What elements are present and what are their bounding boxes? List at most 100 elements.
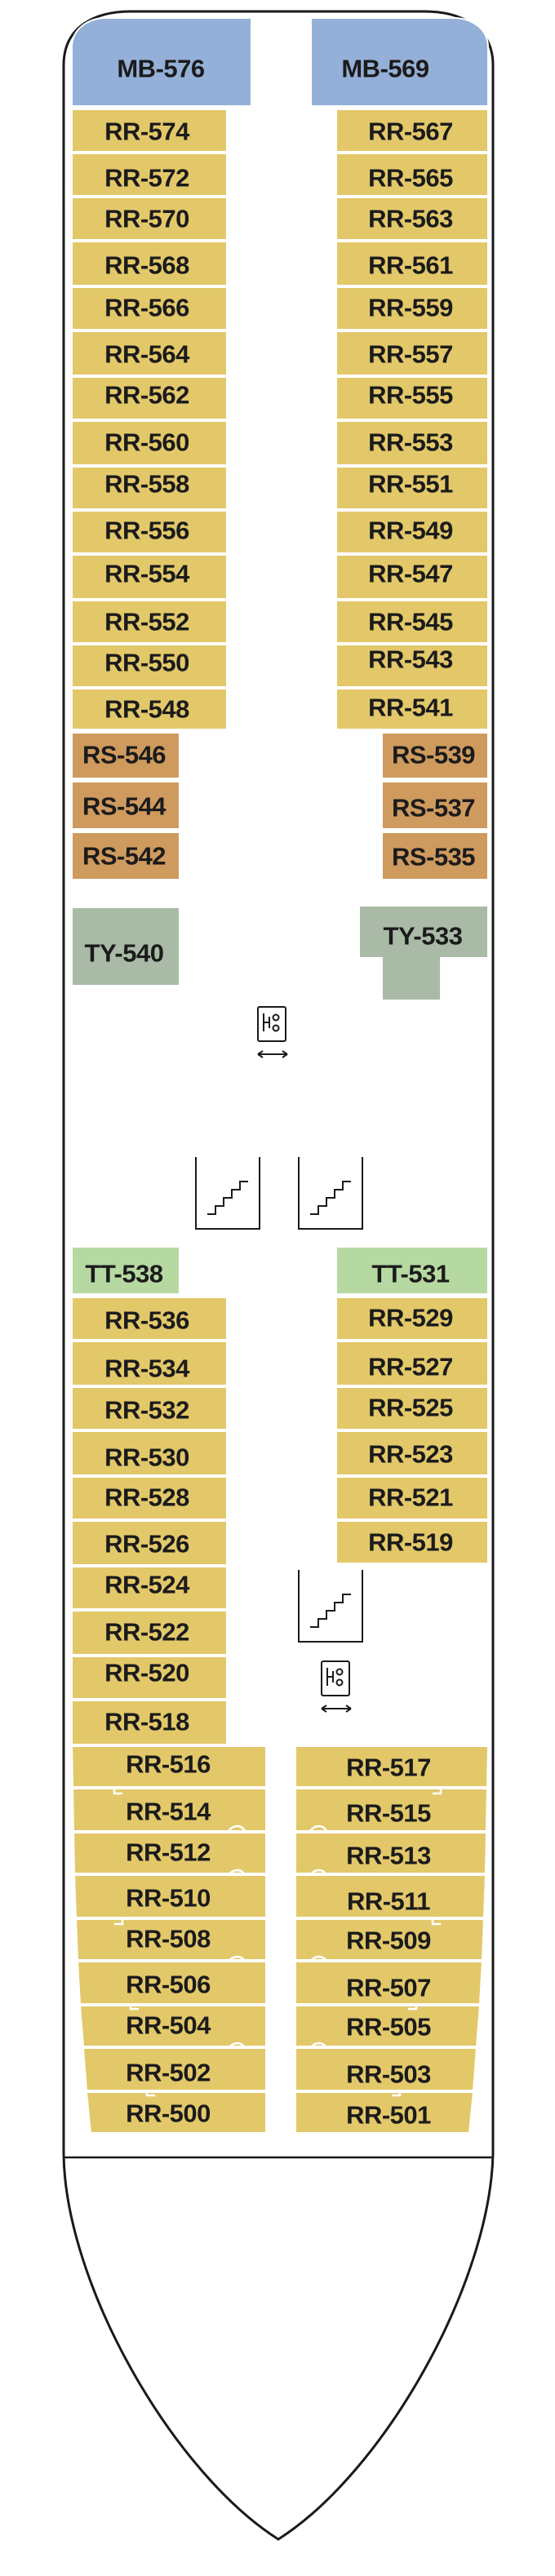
cabin-rr504[interactable]: RR-504 xyxy=(78,2005,267,2047)
cabin-rr516[interactable]: RR-516 xyxy=(70,1745,267,1788)
cabin-rr521-label: RR-521 xyxy=(368,1483,453,1512)
cabin-rs537-label: RS-537 xyxy=(392,794,475,822)
cabin-rr528-label: RR-528 xyxy=(104,1483,189,1512)
cabin-rr520[interactable]: RR-520 xyxy=(71,1656,228,1700)
elevator-icon-aft xyxy=(321,1660,352,1713)
cabin-rr551[interactable]: RR-551 xyxy=(335,466,489,510)
cabin-rr523[interactable]: RR-523 xyxy=(335,1430,489,1476)
cabin-rr526[interactable]: RR-526 xyxy=(71,1520,228,1566)
cabin-rr512[interactable]: RR-512 xyxy=(72,1832,267,1874)
cabin-rr502[interactable]: RR-502 xyxy=(82,2047,267,2091)
cabin-rr501[interactable]: RR-501 xyxy=(295,2091,475,2134)
cabin-rr563[interactable]: RR-563 xyxy=(335,197,489,241)
cabin-rr568[interactable]: RR-568 xyxy=(71,241,228,286)
cabin-rr516-shape xyxy=(70,1745,267,1788)
cabin-rr567-shape xyxy=(335,109,489,153)
cabin-rs539[interactable]: RS-539 xyxy=(381,732,489,779)
cabin-rr572-shape xyxy=(71,153,228,197)
cabin-rr518[interactable]: RR-518 xyxy=(71,1700,228,1745)
cabin-rr503[interactable]: RR-503 xyxy=(295,2047,478,2091)
cabin-rr550[interactable]: RR-550 xyxy=(71,644,228,688)
cabin-rr570[interactable]: RR-570 xyxy=(71,197,228,241)
cabin-rr505[interactable]: RR-505 xyxy=(295,2005,482,2047)
cabin-rr517[interactable]: RR-517 xyxy=(295,1745,490,1788)
cabin-rr515[interactable]: RR-515 xyxy=(295,1788,489,1832)
cabin-rr565-label: RR-565 xyxy=(368,164,453,193)
cabin-rr503-shape xyxy=(295,2047,478,2091)
cabin-rr566[interactable]: RR-566 xyxy=(71,286,228,330)
cabin-rr508[interactable]: RR-508 xyxy=(74,1918,267,1961)
cabin-rr513[interactable]: RR-513 xyxy=(295,1832,488,1874)
cabin-rr532[interactable]: RR-532 xyxy=(71,1386,228,1430)
cabin-rr527[interactable]: RR-527 xyxy=(335,1341,489,1386)
cabin-rr543[interactable]: RR-543 xyxy=(335,644,489,688)
cabin-rs546[interactable]: RS-546 xyxy=(71,732,180,779)
cabin-rr567[interactable]: RR-567 xyxy=(335,109,489,153)
cabin-rr547[interactable]: RR-547 xyxy=(335,554,489,600)
cabin-rr529[interactable]: RR-529 xyxy=(335,1297,489,1341)
cabin-rs537[interactable]: RS-537 xyxy=(381,781,489,830)
cabin-rs535[interactable]: RS-535 xyxy=(381,831,489,880)
cabin-rr562[interactable]: RR-562 xyxy=(71,376,228,420)
cabin-rr568-shape xyxy=(71,241,228,286)
cabin-rr541[interactable]: RR-541 xyxy=(335,688,489,730)
cabin-rr521[interactable]: RR-521 xyxy=(335,1476,489,1520)
cabin-rr500[interactable]: RR-500 xyxy=(85,2091,267,2134)
cabin-rr522[interactable]: RR-522 xyxy=(71,1610,228,1656)
cabin-rr553[interactable]: RR-553 xyxy=(335,420,489,466)
cabin-rr517-label: RR-517 xyxy=(346,1754,431,1782)
cabin-rr556[interactable]: RR-556 xyxy=(71,510,228,554)
cabin-rs535-label: RS-535 xyxy=(392,843,475,871)
cabin-rr509[interactable]: RR-509 xyxy=(295,1918,486,1961)
cabin-rr528[interactable]: RR-528 xyxy=(71,1476,228,1520)
cabin-rr572[interactable]: RR-572 xyxy=(71,153,228,197)
cabin-rr554-label: RR-554 xyxy=(104,560,190,588)
cabin-rr524-shape xyxy=(71,1566,228,1610)
cabin-rr570-label: RR-570 xyxy=(104,205,189,233)
cabin-rr523-shape xyxy=(335,1430,489,1476)
cabin-rr574[interactable]: RR-574 xyxy=(71,109,228,153)
cabin-mb576-shape xyxy=(71,17,252,107)
cabin-rr554[interactable]: RR-554 xyxy=(71,554,228,600)
cabin-rr545[interactable]: RR-545 xyxy=(335,600,489,644)
cabin-mb576[interactable]: MB-576 xyxy=(71,17,252,107)
cabin-rr524[interactable]: RR-524 xyxy=(71,1566,228,1610)
cabin-rr560[interactable]: RR-560 xyxy=(71,420,228,466)
cabin-rr507[interactable]: RR-507 xyxy=(295,1961,484,2005)
cabin-rr510[interactable]: RR-510 xyxy=(73,1874,267,1918)
cabin-rr519[interactable]: RR-519 xyxy=(335,1520,489,1564)
cabin-rr552-shape xyxy=(71,600,228,644)
cabin-rs542[interactable]: RS-542 xyxy=(71,831,180,880)
cabin-ty533[interactable]: TY-533 xyxy=(358,905,489,1001)
cabin-rr506[interactable]: RR-506 xyxy=(76,1961,267,2005)
cabin-rr565[interactable]: RR-565 xyxy=(335,153,489,197)
cabin-rr514[interactable]: RR-514 xyxy=(71,1788,267,1832)
cabin-rr536[interactable]: RR-536 xyxy=(71,1297,228,1341)
cabin-mb569-shape xyxy=(310,17,489,107)
cabin-tt538[interactable]: TT-538 xyxy=(71,1246,180,1295)
cabin-rr555[interactable]: RR-555 xyxy=(335,376,489,420)
cabin-rs544[interactable]: RS-544 xyxy=(71,781,180,830)
cabin-tt531[interactable]: TT-531 xyxy=(335,1246,489,1295)
cabin-rr515-label: RR-515 xyxy=(346,1799,431,1828)
cabin-rr530[interactable]: RR-530 xyxy=(71,1430,228,1476)
cabin-rr552[interactable]: RR-552 xyxy=(71,600,228,644)
cabin-rr525-shape xyxy=(335,1386,489,1430)
cabin-rr504-shape xyxy=(78,2005,267,2047)
cabin-rr564[interactable]: RR-564 xyxy=(71,330,228,376)
cabin-rr525[interactable]: RR-525 xyxy=(335,1386,489,1430)
cabin-rr559[interactable]: RR-559 xyxy=(335,286,489,330)
cabin-rr557[interactable]: RR-557 xyxy=(335,330,489,376)
cabin-mb569[interactable]: MB-569 xyxy=(310,17,489,107)
cabin-rr548[interactable]: RR-548 xyxy=(71,688,228,730)
cabin-rr558[interactable]: RR-558 xyxy=(71,466,228,510)
cabin-rr534[interactable]: RR-534 xyxy=(71,1341,228,1386)
cabin-rr561[interactable]: RR-561 xyxy=(335,241,489,286)
cabin-rr511[interactable]: RR-511 xyxy=(295,1874,487,1918)
cabin-ty540[interactable]: TY-540 xyxy=(71,907,180,987)
cabin-rr567-label: RR-567 xyxy=(368,117,453,146)
cabin-rs539-label: RS-539 xyxy=(392,741,475,769)
cabin-rr561-shape xyxy=(335,241,489,286)
cabin-rr549[interactable]: RR-549 xyxy=(335,510,489,554)
